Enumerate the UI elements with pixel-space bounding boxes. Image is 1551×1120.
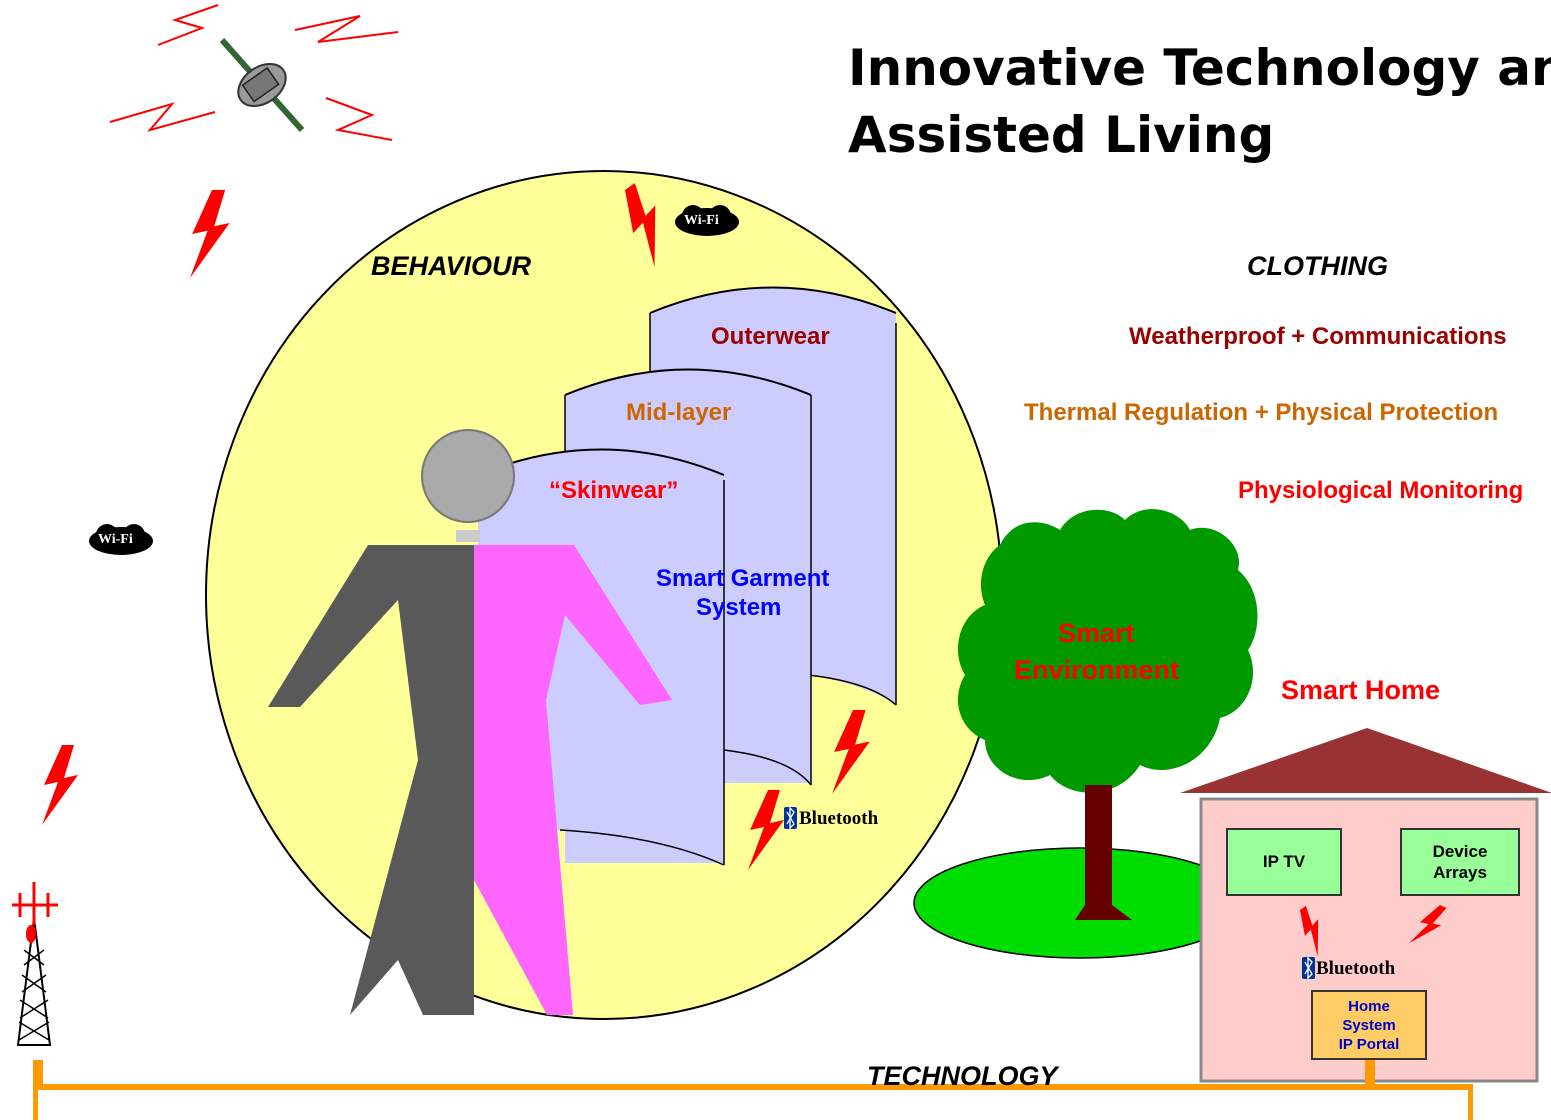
device-arrays-box: Device Arrays <box>1400 828 1520 896</box>
mid-layer-function: Thermal Regulation + Physical Protection <box>1024 399 1499 426</box>
ip-tv-box: IP TV <box>1226 828 1342 896</box>
smart-home-label: Smart Home <box>1281 675 1441 705</box>
home-system-portal-box: Home System IP Portal <box>1311 990 1427 1060</box>
smart-environment-label-line2: Environment <box>1014 655 1180 685</box>
wifi-icon <box>675 205 739 236</box>
behaviour-label: BEHAVIOUR <box>371 251 532 281</box>
bluetooth-label: Bluetooth <box>799 808 879 829</box>
outerwear-label: Outerwear <box>711 323 830 350</box>
lightning-icon <box>42 745 78 825</box>
wifi-label: Wi-Fi <box>98 532 133 547</box>
page-title-line2: Assisted Living <box>848 106 1275 164</box>
skinwear-label: “Skinwear” <box>549 477 679 504</box>
lawn-shape <box>913 847 1247 959</box>
person-figures <box>268 429 672 1015</box>
satellite-icon <box>109 4 399 141</box>
lightning-icon <box>190 190 230 278</box>
tree-icon <box>957 509 1258 920</box>
portal-label-line3: IP Portal <box>1338 1035 1400 1053</box>
technology-label: TECHNOLOGY <box>867 1061 1058 1091</box>
ip-tv-label: IP TV <box>1262 852 1306 871</box>
technology-bus <box>33 1060 1473 1120</box>
smart-garment-label-line2: System <box>696 594 782 621</box>
bluetooth-label: Bluetooth <box>1316 958 1396 979</box>
bluetooth-icon <box>784 806 797 830</box>
smart-garment-label-line1: Smart Garment <box>656 565 830 592</box>
wifi-icon <box>89 524 153 555</box>
smart-environment-label-line1: Smart <box>1058 618 1135 648</box>
mid-layer-label: Mid-layer <box>626 399 732 426</box>
portal-label-line2: System <box>1342 1016 1396 1034</box>
bluetooth-icon <box>1302 956 1315 980</box>
portal-label-line1: Home <box>1348 997 1390 1015</box>
clothing-label: CLOTHING <box>1247 251 1388 281</box>
device-arrays-label-line2: Arrays <box>1433 863 1487 882</box>
page-title-line1: Innovative Technology and <box>848 39 1551 97</box>
outerwear-function: Weatherproof + Communications <box>1129 323 1507 350</box>
skinwear-function: Physiological Monitoring <box>1238 477 1524 504</box>
wifi-label: Wi-Fi <box>684 213 719 228</box>
cell-tower-icon <box>12 882 58 1046</box>
device-arrays-label-line1: Device <box>1432 842 1488 861</box>
